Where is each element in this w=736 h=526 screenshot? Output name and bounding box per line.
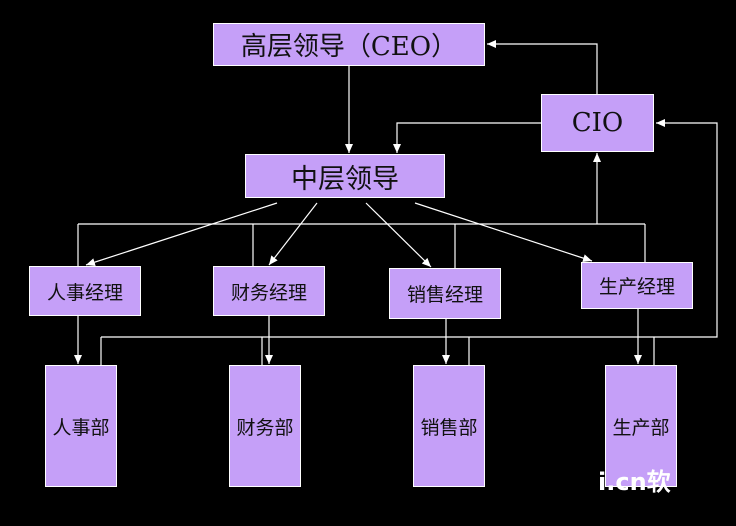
arrow-middle-to-finance-manager (268, 202, 318, 266)
arrow-dept-feedback-to-cio (101, 119, 718, 338)
arrow-middle-to-production-manager (414, 202, 593, 262)
arrow-middle-to-hr-manager (85, 202, 278, 267)
node-production-dept: 生产部 (605, 365, 677, 487)
node-hr-manager: 人事经理 (29, 266, 141, 316)
arrow-cio-to-middle (393, 122, 541, 153)
arrow-cio-to-ceo (487, 40, 598, 94)
arrow-middle-to-sales-manager (365, 202, 432, 268)
node-finance-manager: 财务经理 (213, 266, 325, 316)
node-cio: CIO (541, 94, 654, 152)
node-ceo: 高层领导（CEO） (213, 23, 485, 66)
node-sales-manager: 销售经理 (389, 268, 501, 319)
node-sales-dept: 销售部 (413, 365, 485, 487)
node-production-manager: 生产经理 (581, 262, 693, 309)
node-hr-dept: 人事部 (45, 365, 117, 487)
node-finance-dept: 财务部 (229, 365, 301, 487)
node-middle-leader: 中层领导 (245, 154, 445, 198)
watermark-text: i.cn软 (598, 468, 671, 496)
